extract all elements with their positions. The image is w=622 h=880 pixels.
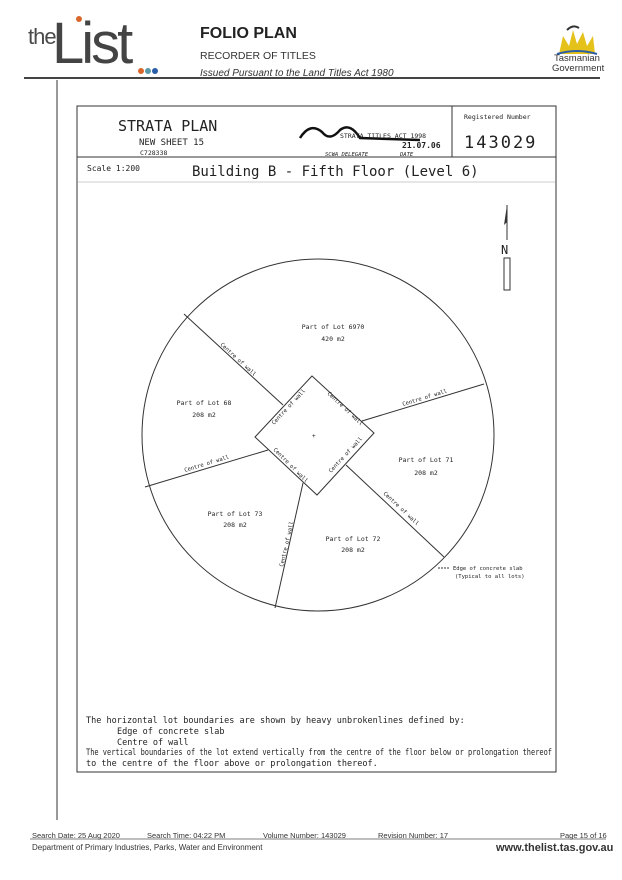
wall-label: Centre of wall (328, 436, 364, 474)
wall-labels: Centre of wall Centre of wall Centre of … (184, 342, 448, 567)
lot-area: 208 m2 (341, 546, 365, 554)
lot-name: Part of Lot 6970 (302, 323, 365, 331)
volume-number: Volume Number: 143029 (263, 831, 346, 840)
plan-ref: C728338 (140, 149, 167, 157)
government-name: Tasmanian Government (552, 53, 605, 74)
boundary-notes: The horizontal lot boundaries are shown … (86, 716, 552, 769)
note-line: The horizontal lot boundaries are shown … (86, 716, 465, 726)
department-name: Department of Primary Industries, Parks,… (32, 843, 263, 852)
lot-name: Part of Lot 71 (399, 456, 454, 464)
logo-dot-icon (145, 68, 151, 74)
note-line: The vertical boundaries of the lot exten… (86, 748, 552, 758)
wall-label: Centre of wall (272, 447, 309, 484)
plan-sheet: NEW SHEET 15 (139, 138, 204, 148)
lot-area: 208 m2 (223, 521, 247, 529)
document-title: FOLIO PLAN (200, 25, 297, 42)
wall-label: Centre of wall (219, 342, 257, 378)
lot-area: 208 m2 (414, 469, 438, 477)
drawing-frame (76, 105, 557, 773)
page-number: Page 15 of 16 (560, 831, 607, 840)
wall-line (345, 464, 445, 558)
registered-number: 143029 (464, 133, 537, 153)
lot-area: 420 m2 (321, 335, 345, 343)
north-arrow-icon: N (501, 205, 511, 291)
wall-line (183, 313, 284, 406)
plan-title: STRATA PLAN (118, 117, 217, 135)
edge-note: Edge of concrete slab (453, 566, 523, 572)
logo-dot-icon (76, 16, 82, 22)
wall-line (274, 482, 304, 609)
stamp-delegate: SCWA DELEGATE (325, 152, 369, 158)
stamp-date-label: DATE (399, 152, 414, 158)
lot-boundaries (144, 313, 485, 609)
note-line: Edge of concrete slab (117, 727, 224, 737)
document-subtitle: RECORDER OF TITLES (200, 50, 316, 62)
registered-number-label: Registered Number (464, 113, 531, 121)
lot-name: Part of Lot 68 (177, 399, 232, 407)
centre-mark: + (312, 433, 316, 440)
note-line: Centre of wall (117, 738, 189, 748)
wall-label: Centre of wall (184, 455, 230, 474)
website-url: www.thelist.tas.gov.au (496, 842, 614, 854)
scale: Scale 1:200 (87, 164, 140, 173)
stamp-act: STRATA TITLES ACT 1998 (340, 132, 426, 140)
concrete-slab-edge (141, 258, 495, 612)
wall-label: Centre of wall (279, 521, 295, 568)
wall-label: Centre of wall (271, 388, 307, 426)
search-date: Search Date: 25 Aug 2020 (32, 831, 120, 840)
wall-label: Centre of wall (326, 391, 364, 427)
logo-dot-icon (152, 68, 158, 74)
tasmanian-government-emblem-icon (556, 25, 598, 55)
edge-note: (Typical to all lots) (455, 574, 525, 580)
lot-name: Part of Lot 72 (326, 535, 381, 543)
wall-line (361, 383, 485, 422)
header-divider (24, 77, 600, 79)
approval-stamp: STRATA TITLES ACT 1998 21.07.06 SCWA DEL… (298, 126, 441, 158)
gov-line-2: Government (552, 63, 605, 74)
wall-label: Centre of wall (382, 491, 420, 527)
logo-the: the (28, 24, 57, 49)
lot-area: 208 m2 (192, 411, 216, 419)
logo-dot-icon (138, 68, 144, 74)
lot-labels: Part of Lot 6970 420 m2 Part of Lot 68 2… (177, 323, 454, 554)
north-label: N (501, 243, 508, 257)
revision-number: Revision Number: 17 (378, 831, 449, 840)
signature (298, 126, 421, 142)
lot-name: Part of Lot 73 (208, 510, 263, 518)
logo-list: List (52, 11, 133, 76)
gov-line-1: Tasmanian (554, 53, 600, 64)
central-core (254, 375, 375, 496)
wall-line (144, 449, 269, 488)
drawing-title: Building B - Fifth Floor (Level 6) (192, 164, 479, 180)
issued-statement: Issued Pursuant to the Land Titles Act 1… (200, 68, 394, 79)
stamp-date: 21.07.06 (402, 141, 441, 150)
search-time: Search Time: 04:22 PM (147, 831, 226, 840)
wall-label: Centre of wall (402, 389, 448, 408)
note-line: to the centre of the floor above or prol… (86, 759, 378, 769)
